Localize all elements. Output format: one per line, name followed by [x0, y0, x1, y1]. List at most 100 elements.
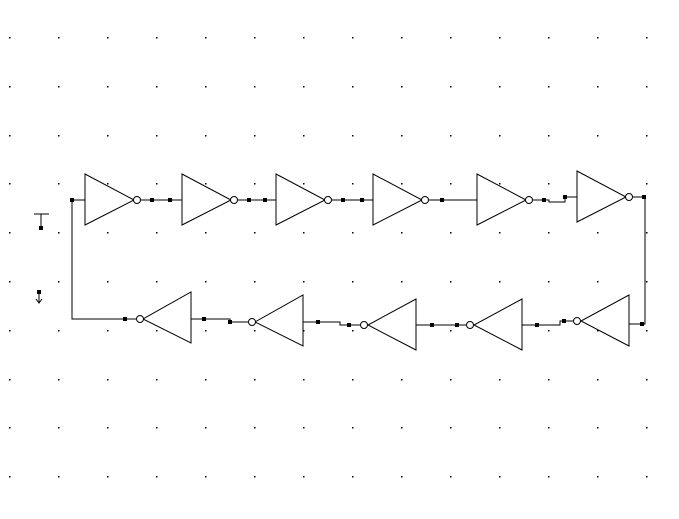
grid-dot — [303, 330, 305, 332]
grid-dot — [352, 281, 354, 283]
grid-dot — [548, 427, 550, 429]
grid-dot — [205, 427, 207, 429]
grid-dot — [499, 37, 501, 39]
grid-dot — [107, 427, 109, 429]
inverter-11[interactable] — [136, 291, 192, 344]
inverter-4[interactable] — [372, 173, 429, 226]
inverter-1[interactable] — [84, 173, 141, 226]
grid-dot — [450, 281, 452, 283]
grid-dot — [303, 86, 305, 88]
gnd-symbol[interactable] — [35, 290, 43, 304]
grid-dot — [58, 330, 60, 332]
grid-dot — [352, 379, 354, 381]
grid-dot — [58, 427, 60, 429]
grid-dot — [254, 427, 256, 429]
grid-dot — [254, 135, 256, 137]
inverter-2[interactable] — [181, 173, 238, 226]
grid-dot — [9, 37, 11, 39]
grid-dot — [548, 135, 550, 137]
grid-dot — [205, 476, 207, 478]
grid-dot — [107, 183, 109, 185]
grid-dot — [352, 183, 354, 185]
inverter-3[interactable] — [275, 173, 332, 226]
grid-dot — [205, 330, 207, 332]
grid-dot — [548, 476, 550, 478]
grid-dot — [450, 135, 452, 137]
vdd-symbol[interactable] — [34, 213, 49, 230]
grid-dot — [499, 183, 501, 185]
grid-dot — [205, 135, 207, 137]
inverter-6[interactable] — [576, 170, 633, 223]
grid-dot — [9, 476, 11, 478]
grid-dot — [646, 183, 648, 185]
grid-dot — [205, 232, 207, 234]
grid-dot — [548, 232, 550, 234]
grid-dot — [450, 232, 452, 234]
inverter-8[interactable] — [466, 298, 523, 351]
inverter-10[interactable] — [248, 294, 304, 347]
grid-dot — [303, 427, 305, 429]
grid-dot — [597, 232, 599, 234]
grid-dot — [352, 86, 354, 88]
grid-dot — [597, 427, 599, 429]
grid-dot — [156, 281, 158, 283]
grid-dot — [9, 281, 11, 283]
grid-dot — [303, 183, 305, 185]
grid-dot — [450, 427, 452, 429]
grid-dot — [401, 476, 403, 478]
grid-dot — [205, 281, 207, 283]
grid-dot — [156, 37, 158, 39]
grid-dot — [352, 232, 354, 234]
inverter-5[interactable] — [476, 173, 533, 226]
grid-dot — [156, 135, 158, 137]
grid-dot — [254, 37, 256, 39]
grid-dot — [646, 232, 648, 234]
grid-dot — [499, 379, 501, 381]
grid-dot — [254, 476, 256, 478]
grid-dot — [58, 379, 60, 381]
grid-dot — [303, 232, 305, 234]
grid-dot — [205, 86, 207, 88]
grid-dot — [9, 183, 11, 185]
grid-dot — [58, 232, 60, 234]
grid-dot — [597, 379, 599, 381]
grid-dot — [156, 427, 158, 429]
grid-dot — [9, 427, 11, 429]
grid-dot — [303, 37, 305, 39]
grid-dot — [9, 232, 11, 234]
grid-dot — [401, 427, 403, 429]
grid-dot — [254, 330, 256, 332]
grid-dot — [107, 476, 109, 478]
grid-dot — [597, 281, 599, 283]
grid-dot — [254, 281, 256, 283]
grid-dot — [9, 135, 11, 137]
grid-dot — [9, 86, 11, 88]
grid-dot — [303, 379, 305, 381]
grid-dot — [646, 37, 648, 39]
grid-dot — [303, 135, 305, 137]
inverter-9[interactable] — [360, 298, 417, 351]
grid-dot — [646, 86, 648, 88]
grid-dot — [401, 135, 403, 137]
grid-dots — [9, 37, 648, 478]
grid-dot — [499, 427, 501, 429]
grid-dot — [450, 476, 452, 478]
grid-dot — [548, 281, 550, 283]
grid-dot — [352, 427, 354, 429]
grid-dot — [450, 183, 452, 185]
grid-dot — [254, 86, 256, 88]
grid-dot — [9, 379, 11, 381]
grid-dot — [58, 37, 60, 39]
grid-dot — [254, 232, 256, 234]
grid-dot — [156, 232, 158, 234]
grid-dot — [58, 183, 60, 185]
grid-dot — [156, 183, 158, 185]
grid-dot — [401, 379, 403, 381]
inverter-7[interactable] — [573, 294, 630, 347]
pin-markers — [70, 195, 646, 327]
grid-dot — [58, 86, 60, 88]
wires — [71, 196, 646, 326]
grid-dot — [205, 37, 207, 39]
grid-dot — [107, 86, 109, 88]
